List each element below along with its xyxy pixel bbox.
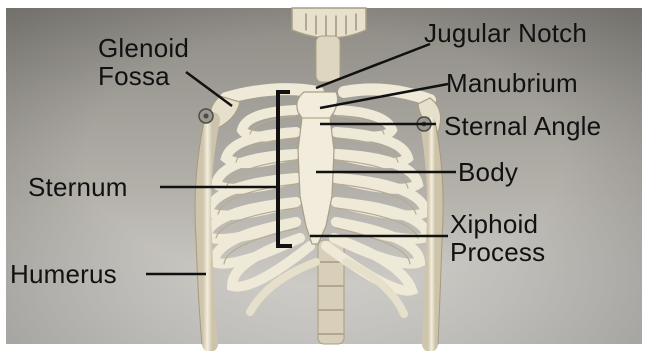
humerus-right-shape <box>428 124 435 344</box>
label-xiphoid-process: Xiphoid Process <box>450 210 545 266</box>
jaw <box>292 8 366 38</box>
label-glenoid-line2: Fossa <box>98 62 189 90</box>
label-glenoid-fossa: Glenoid Fossa <box>98 34 189 90</box>
label-glenoid-line1: Glenoid <box>98 34 189 62</box>
label-manubrium: Manubrium <box>446 70 578 96</box>
label-xiphoid-line1: Xiphoid <box>450 210 545 238</box>
label-body: Body <box>458 159 518 185</box>
label-humerus: Humerus <box>10 261 117 287</box>
label-sternum: Sternum <box>28 174 128 200</box>
label-jugular-notch: Jugular Notch <box>424 20 587 46</box>
label-sternal-angle: Sternal Angle <box>444 113 601 139</box>
humerus-left-shape <box>203 120 212 344</box>
label-xiphoid-line2: Process <box>450 238 545 266</box>
cervical-spine <box>316 36 340 82</box>
